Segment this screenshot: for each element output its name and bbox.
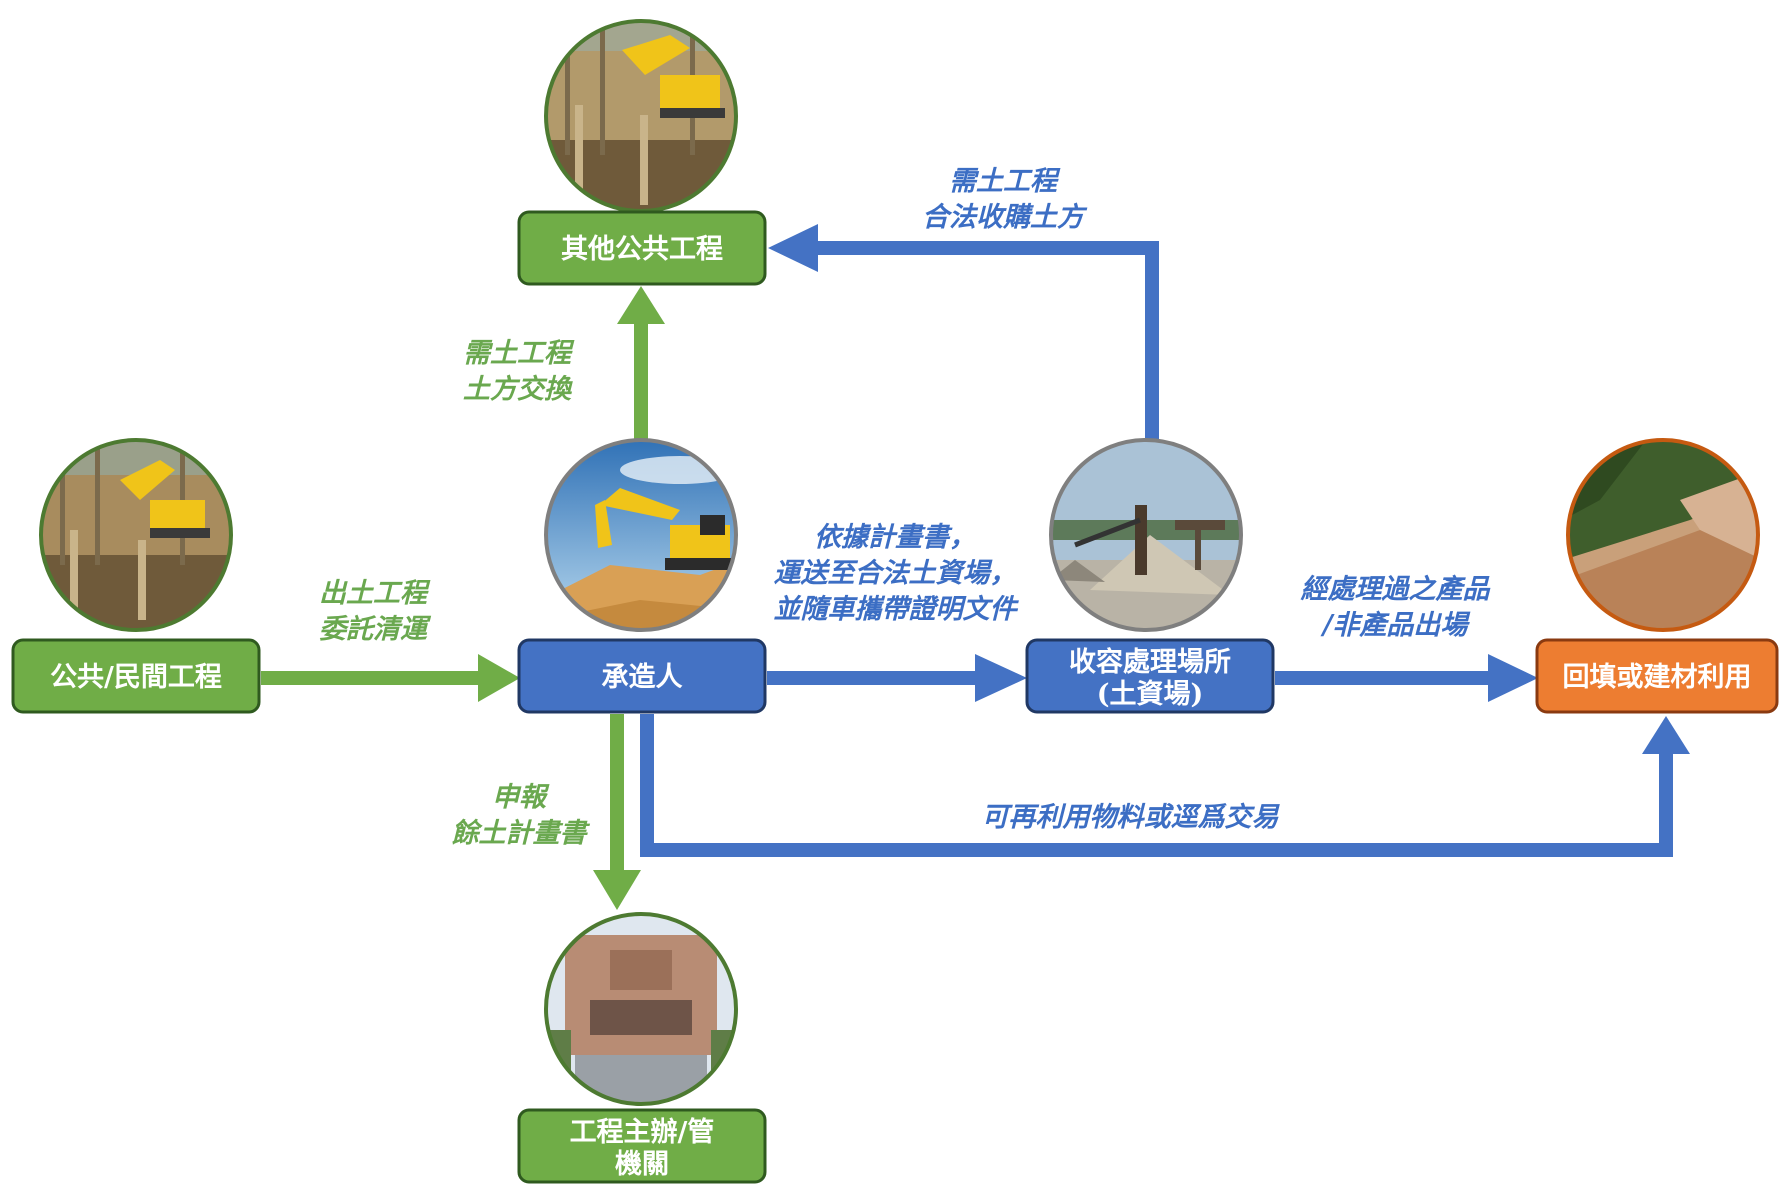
label-exchange-line1: 需土工程 [463,338,575,369]
node-authority-label-line2: 機關 [615,1149,669,1180]
label-product-line1: 經處理過之產品 [1300,574,1491,605]
arrow-contractor-to-authority [593,714,641,910]
label-purchase-line2: 合法收購土方 [922,202,1088,233]
photo-backfill-slope [1566,438,1760,632]
node-contractor: 承造人 [517,638,767,714]
label-outbound-line2: 委託清運 [319,614,432,645]
label-exchange-line2: 土方交換 [463,374,573,405]
label-transport-line2: 運送至合法土資場， [774,558,1017,589]
node-facility-label-line2: (土資場) [1097,679,1204,710]
arrow-contractor-to-backfill [640,714,1690,857]
label-transport: 依據計畫書， 運送至合法土資場， 並隨車攜帶證明文件 [774,522,1020,625]
node-facility-label-line1: 收容處理場所 [1069,646,1231,678]
label-purchase: 需土工程 合法收購土方 [922,166,1088,233]
label-product: 經處理過之產品 /非產品出場 [1300,574,1491,641]
node-backfill-label: 回填或建材利用 [1563,662,1752,693]
photo-excavator-site-public [39,438,233,632]
label-report: 申報 餘土計畫書 [452,782,591,849]
label-outbound-line1: 出土工程 [319,578,431,609]
label-reuse-text: 可再利用物料或逕爲交易 [982,802,1281,833]
label-transport-line1: 依據計畫書， [814,522,976,553]
node-other-public-works: 其他公共工程 [517,210,767,286]
label-report-line2: 餘土計畫書 [452,818,591,849]
node-authority-label-line1: 工程主辦/管 [570,1117,715,1148]
arrow-public-to-contractor [261,654,520,702]
photo-excavator-sky [544,438,738,632]
node-contractor-label: 承造人 [602,662,683,693]
label-report-line1: 申報 [492,782,550,813]
arrow-contractor-to-other-public [617,286,665,440]
photo-government-building [544,912,738,1106]
arrow-facility-to-other-public [768,224,1159,441]
node-soil-facility: 收容處理場所 (土資場) [1025,638,1275,714]
node-competent-authority: 工程主辦/管 機關 [517,1108,767,1184]
label-transport-line3: 並隨車攜帶證明文件 [774,594,1020,625]
label-outbound: 出土工程 委託清運 [319,578,432,645]
node-other-public-label: 其他公共工程 [561,234,723,265]
label-reuse: 可再利用物料或逕爲交易 [982,802,1281,833]
node-backfill-reuse: 回填或建材利用 [1535,638,1779,714]
arrow-contractor-to-facility [767,654,1027,702]
label-purchase-line1: 需土工程 [949,166,1061,197]
label-exchange: 需土工程 土方交換 [463,338,575,405]
label-product-line2: /非產品出場 [1320,610,1472,641]
arrow-facility-to-backfill [1275,654,1538,702]
node-public-private-label: 公共/民間工程 [50,662,222,693]
photo-soil-facility [1049,438,1243,632]
photo-excavator-site-other [544,19,738,213]
node-public-private-works: 公共/民間工程 [11,638,261,714]
